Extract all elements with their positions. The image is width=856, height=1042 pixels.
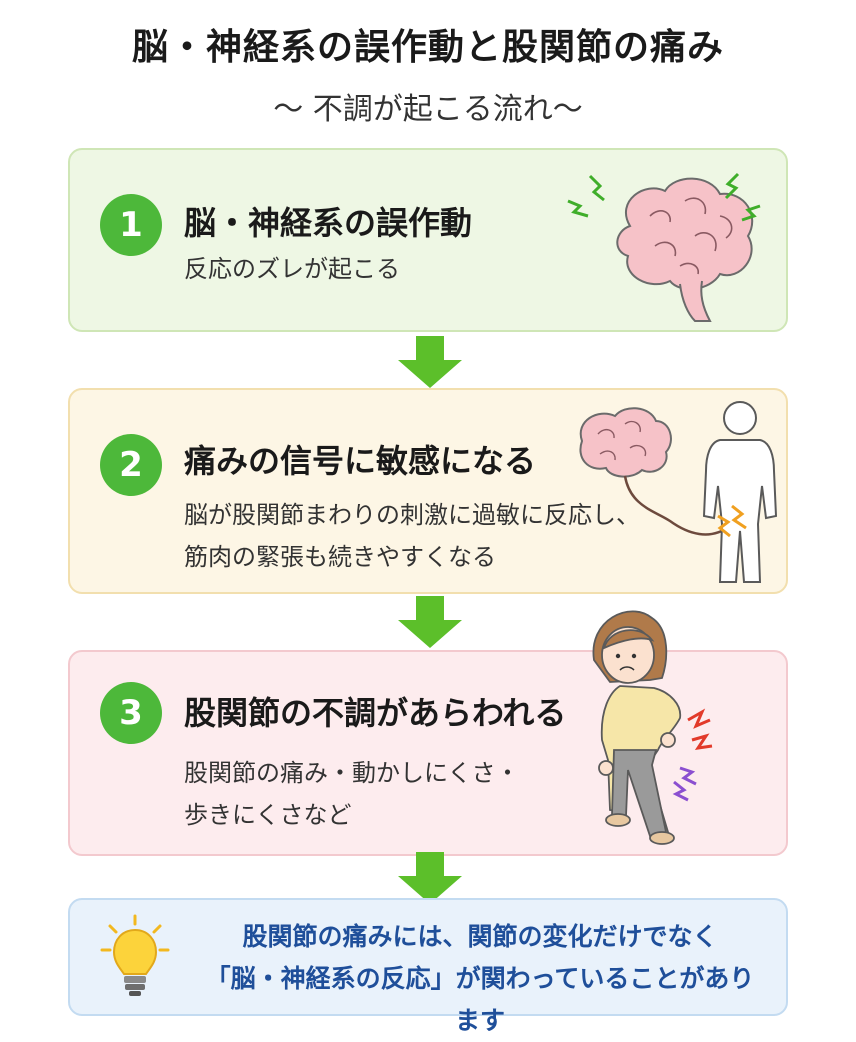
summary-note: 股関節の痛みには、関節の変化だけでなく 「脳・神経系の反応」が関わっていることが… <box>68 898 788 1035</box>
page-subtitle: 〜 不調が起こる流れ〜 <box>273 92 583 127</box>
step-card-3: 3 股関節の不調があらわれる 股関節の痛み・動かしにくさ・ 歩きにくさなど <box>68 610 788 856</box>
step-description: 脳が股関節まわりの刺激に過敏に反応し、 筋肉の緊張も続きやすくなる <box>184 494 644 578</box>
step-description: 反応のズレが起こる <box>184 248 400 290</box>
step-description-line: 股関節の痛み・動かしにくさ・ <box>184 759 520 787</box>
step-description-line: 反応のズレが起こる <box>184 255 400 283</box>
step-description: 股関節の痛み・動かしにくさ・ 歩きにくさなど <box>184 752 564 836</box>
down-arrow-icon <box>398 852 462 904</box>
lightbulb-icon <box>100 914 170 996</box>
step-heading: 股関節の不調があらわれる <box>184 694 567 732</box>
note-line: 「脳・神経系の反応」が関わっていることがあります <box>205 964 755 1035</box>
step-description-line: 筋肉の緊張も続きやすくなる <box>184 543 496 571</box>
step-number-badge: 2 <box>100 434 162 496</box>
down-arrow-icon <box>398 596 462 648</box>
step-heading: 脳・神経系の誤作動 <box>184 204 473 242</box>
step-description-line: 歩きにくさなど <box>184 801 352 829</box>
note-line: 股関節の痛みには、関節の変化だけでなく <box>242 922 718 951</box>
woman-hip-pain-icon <box>592 610 713 845</box>
brain-icon <box>567 172 761 322</box>
brain-body-nerve-icon <box>579 401 778 583</box>
step-card-2: 2 痛みの信号に敏感になる 脳が股関節まわりの刺激に過敏に反応し、 筋肉の緊張も… <box>68 388 788 594</box>
step-heading: 痛みの信号に敏感になる <box>184 442 537 480</box>
step-card-1: 1 脳・神経系の誤作動 反応のズレが起こる <box>68 148 788 332</box>
step-description-line: 脳が股関節まわりの刺激に過敏に反応し、 <box>184 501 640 529</box>
step-number-badge: 1 <box>100 194 162 256</box>
page-title: 脳・神経系の誤作動と股関節の痛み <box>131 27 724 68</box>
down-arrow-icon <box>398 336 462 388</box>
step-number-badge: 3 <box>100 682 162 744</box>
